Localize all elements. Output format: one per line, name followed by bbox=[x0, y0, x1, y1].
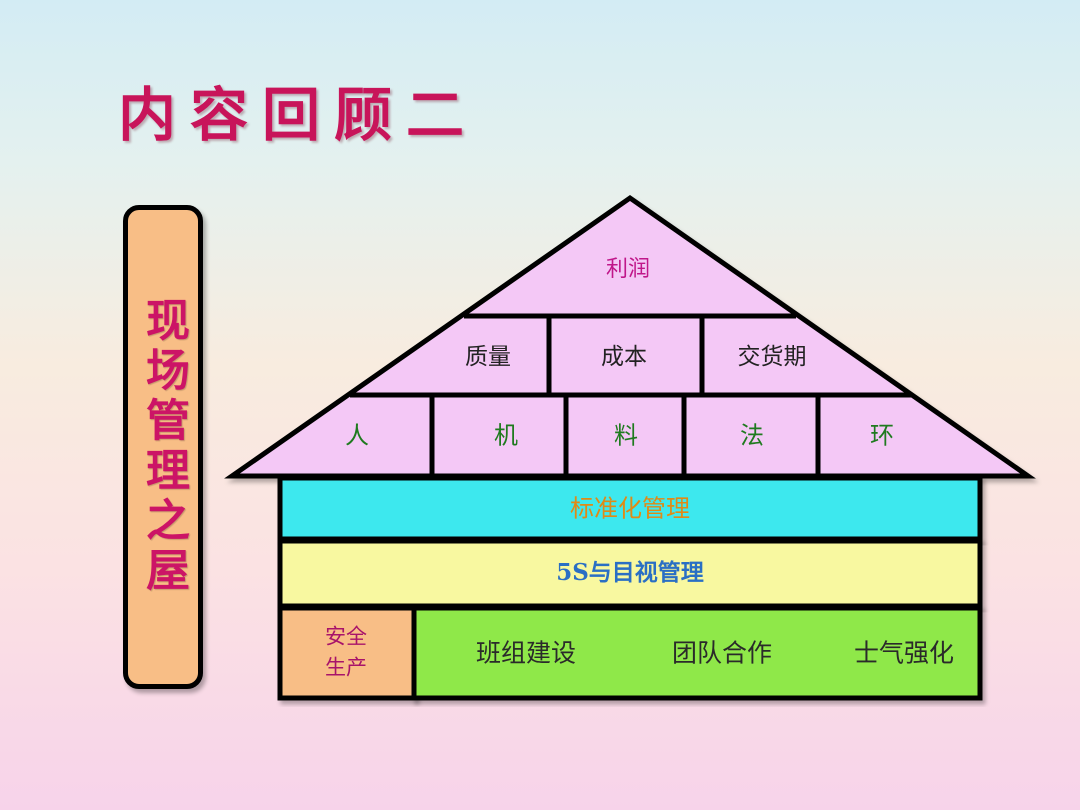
page-title: 内容回顾二 bbox=[118, 81, 479, 149]
foundation-item: 班组建设 bbox=[476, 639, 576, 668]
foundation-item: 团队合作 bbox=[672, 639, 772, 668]
standard-floor-label: 标准化管理 bbox=[570, 495, 690, 523]
side-label-box: 现场管理之屋 bbox=[123, 205, 203, 689]
roof-row2-label: 交货期 bbox=[738, 344, 807, 370]
roof-row2-label: 成本 bbox=[601, 344, 647, 370]
roof-row1-label: 法 bbox=[740, 422, 764, 450]
roof-peak-label: 利润 bbox=[606, 257, 650, 282]
safety-label-line1: 安全 bbox=[325, 625, 367, 649]
roof-row1-label: 机 bbox=[494, 422, 518, 450]
safety-label-line2: 生产 bbox=[325, 656, 367, 680]
roof-row1-label: 料 bbox=[614, 422, 638, 450]
roof-row2-label: 质量 bbox=[465, 344, 511, 370]
roof-row1-label: 人 bbox=[345, 422, 369, 450]
foundation-item: 士气强化 bbox=[854, 639, 954, 668]
five-s-floor-label: 5S与目视管理 bbox=[556, 559, 704, 586]
roof-row1-label: 环 bbox=[870, 422, 894, 450]
foundation-base bbox=[411, 605, 983, 701]
side-label: 现场管理之屋 bbox=[138, 297, 189, 597]
safety-block bbox=[277, 605, 417, 701]
